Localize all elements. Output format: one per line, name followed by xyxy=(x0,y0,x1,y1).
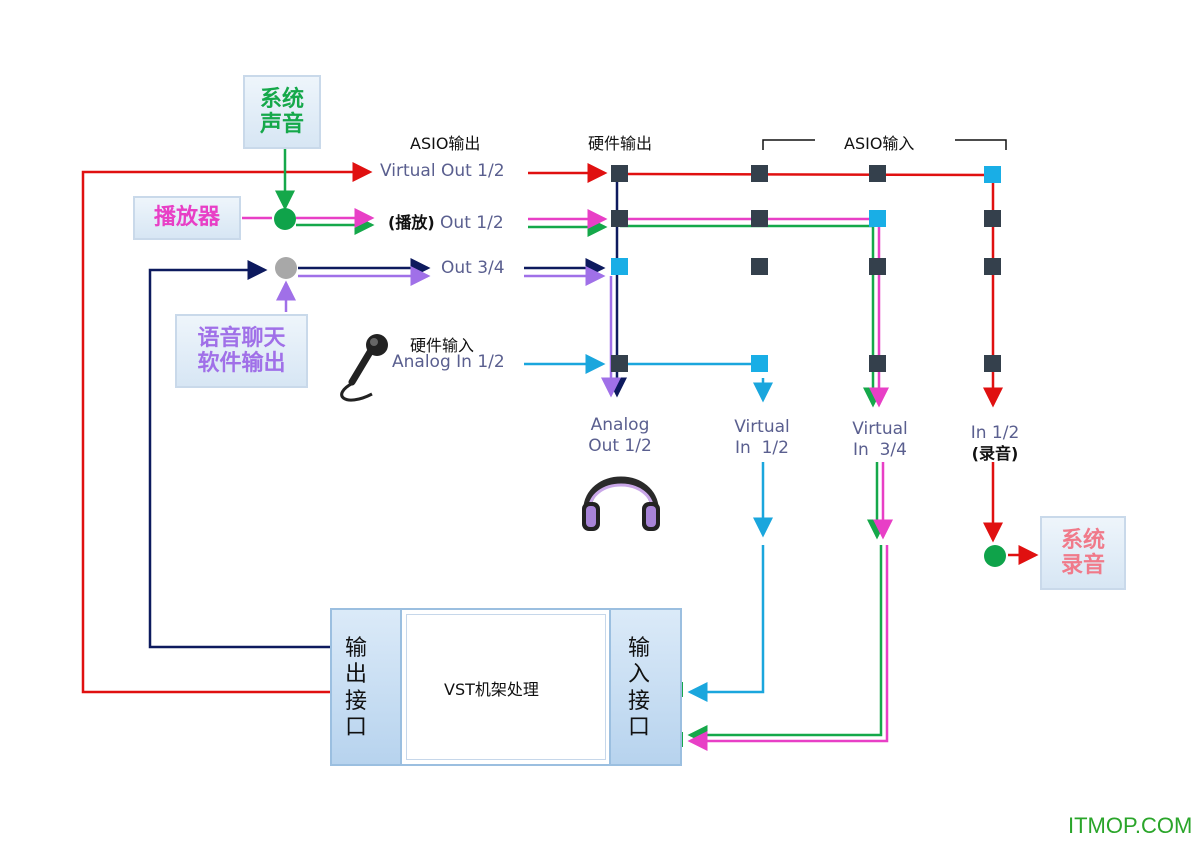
input-port-box xyxy=(609,608,682,766)
node xyxy=(611,165,628,182)
node-active xyxy=(751,355,768,372)
row-analog-in: Analog In 1/2 xyxy=(392,352,505,372)
system-sound-line1: 系统 xyxy=(259,86,304,112)
row-virtual-out: Virtual Out 1/2 xyxy=(380,161,505,181)
player-box: 播放器 xyxy=(133,196,241,240)
col-virtual-in34-line2: In 3/4 xyxy=(853,440,907,461)
input-port-char: 入 xyxy=(627,662,650,688)
node-active xyxy=(611,258,628,275)
vst-rack-label: VST机架处理 xyxy=(444,680,539,699)
microphone-icon xyxy=(340,334,388,402)
col-virtual-in12-line1: Virtual xyxy=(734,417,790,437)
node xyxy=(611,355,628,372)
player-label: 播放器 xyxy=(153,205,220,231)
output-port-char: 出 xyxy=(344,662,367,688)
node xyxy=(751,165,768,182)
output-port-char: 输 xyxy=(344,636,367,661)
node xyxy=(869,258,886,275)
col-analog-out-line1: Analog xyxy=(590,415,650,435)
node xyxy=(751,210,768,227)
output-port-char: 接 xyxy=(344,688,367,714)
node xyxy=(984,258,1001,275)
cyan-to-input-port xyxy=(687,545,765,702)
output-port-char: 口 xyxy=(344,715,367,741)
input-port-label: 输 入 接 口 xyxy=(627,636,651,742)
input-port-char: 口 xyxy=(627,715,650,741)
asio-in-bracket xyxy=(762,139,1007,150)
header-asio-in: ASIO输入 xyxy=(844,134,915,153)
matrix-nodes xyxy=(611,165,1001,372)
col-virtual-in12: Virtual In 1/2 xyxy=(722,417,802,460)
node xyxy=(869,355,886,372)
header-hw-out: 硬件输出 xyxy=(588,134,653,153)
headphones-icon xyxy=(582,476,660,531)
node xyxy=(984,355,1001,372)
node xyxy=(869,165,886,182)
green-row2-line xyxy=(620,224,883,408)
input-port-char: 接 xyxy=(627,688,650,714)
chat-output-line2: 软件输出 xyxy=(197,351,286,376)
watermark: ITMOP.COM xyxy=(1068,813,1193,838)
red-loop-line xyxy=(81,162,373,694)
col-in12: In 1/2 (录音) xyxy=(955,423,1035,464)
vst-rack-inner xyxy=(406,614,606,760)
col-analog-out: Analog Out 1/2 xyxy=(580,415,660,458)
system-record-line1: 系统 xyxy=(1060,527,1105,553)
system-record-box: 系统 录音 xyxy=(1040,516,1126,590)
green-to-input-port xyxy=(687,545,883,745)
col-virtual-in12-line2: In 1/2 xyxy=(735,438,789,459)
row-out34: Out 3/4 xyxy=(441,258,505,278)
row-out12-label: Out 1/2 xyxy=(440,213,504,233)
header-asio-out: ASIO输出 xyxy=(410,134,481,153)
chat-output-box: 语音聊天 软件输出 xyxy=(175,314,308,388)
node xyxy=(751,258,768,275)
col-virtual-in34-line1: Virtual xyxy=(852,419,908,439)
system-sound-box: 系统 声音 xyxy=(243,75,321,149)
navy-loop-line xyxy=(148,260,330,649)
output-port-box xyxy=(330,608,402,766)
node-active xyxy=(869,210,886,227)
input-port-char: 输 xyxy=(627,636,650,661)
magenta-row2-line xyxy=(620,217,889,408)
col-analog-out-line2: Out 1/2 xyxy=(588,436,652,457)
row-out12: (播放) Out 1/2 xyxy=(388,209,504,233)
node-active xyxy=(984,166,1001,183)
system-sound-line2: 声音 xyxy=(259,112,304,137)
system-sound-junction xyxy=(274,208,296,230)
record-junction xyxy=(984,545,1006,567)
magenta-to-input-port xyxy=(687,545,889,751)
chat-output-line1: 语音聊天 xyxy=(197,325,286,351)
col-virtual-in34: Virtual In 3/4 xyxy=(840,419,920,462)
node xyxy=(611,210,628,227)
row-play-prefix: (播放) xyxy=(388,213,435,232)
system-record-line2: 录音 xyxy=(1060,553,1105,578)
col-in12-note: (录音) xyxy=(971,444,1019,464)
chat-junction xyxy=(275,257,297,279)
red-row1-line xyxy=(619,172,994,177)
output-port-label: 输 出 接 口 xyxy=(344,636,368,742)
node xyxy=(984,210,1001,227)
col-in12-label: In 1/2 xyxy=(970,423,1020,443)
header-hw-in: 硬件输入 xyxy=(410,336,475,355)
